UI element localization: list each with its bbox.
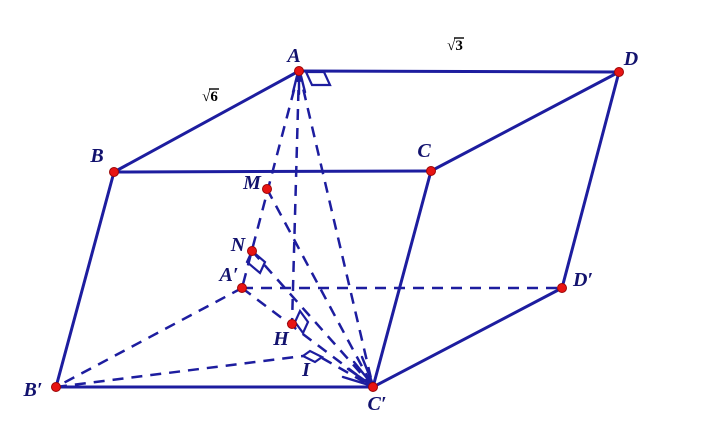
- arrowheads: [291, 74, 374, 387]
- vertex-dot-A: [294, 66, 304, 76]
- dashed-edge-A-Cp: [297, 70, 375, 388]
- dashed-edge-Ap-Bp: [55, 286, 243, 389]
- dashed-edge-N-Cp: [251, 250, 374, 388]
- edge-C-D: [429, 70, 621, 173]
- vertex-dot-M: [262, 184, 272, 194]
- vertex-dots: [51, 66, 624, 392]
- arrowhead-at-A-stroke-2: [299, 74, 307, 94]
- vertex-label-Bp: B′: [23, 379, 43, 401]
- dashed-edge-A-H: [290, 70, 301, 325]
- edge-A-B: [112, 69, 301, 174]
- vertex-dot-Cp: [368, 382, 378, 392]
- right-angle-mark-A: [304, 70, 332, 87]
- dashed-edges: [55, 70, 562, 389]
- dashed-edge-I_out-Cp: [321, 356, 374, 389]
- vertex-labels: A B C D A′ B′ C′ D′ M N HI: [23, 45, 639, 415]
- edge-B-Bp: [54, 170, 116, 389]
- edge-label-sqrt3: √3: [447, 38, 463, 54]
- right-angle-marks: [245, 70, 332, 364]
- edge-D-Dp: [560, 70, 621, 290]
- right-angle-mark-I: [300, 349, 325, 364]
- right-angle-mark-H: [293, 308, 310, 336]
- arrowhead-at-Cp-stroke-2: [346, 367, 372, 386]
- vertex-label-Dp: D′: [572, 269, 593, 291]
- edge-C-Cp: [371, 169, 433, 389]
- vertex-label-N: N: [230, 234, 247, 256]
- vertex-label-Cp: C′: [368, 393, 387, 415]
- arrowhead-at-A-stroke-0: [291, 74, 299, 94]
- vertex-dot-N: [247, 246, 257, 256]
- solid-edges: [54, 69, 621, 389]
- vertex-label-B: B: [89, 145, 103, 167]
- vertex-dot-B: [109, 167, 119, 177]
- edge-Cp-Dp: [371, 286, 564, 389]
- vertex-label-H: H: [272, 328, 290, 350]
- arrowhead-at-Cp-stroke-1: [352, 360, 373, 385]
- vertex-dot-C: [426, 166, 436, 176]
- right-angle-mark-N: [245, 249, 267, 275]
- vertex-dot-D: [614, 67, 624, 77]
- vertex-dot-Ap: [237, 283, 247, 293]
- vertex-dot-Dp: [557, 283, 567, 293]
- vertex-label-C: C: [417, 140, 431, 162]
- vertex-label-A: A: [285, 45, 300, 67]
- vertex-label-I: I: [301, 359, 311, 381]
- edge-label-sqrt6: √6: [202, 89, 218, 105]
- vertex-label-D: D: [623, 48, 638, 70]
- dashed-edge-Bp-I_in: [55, 354, 304, 389]
- edge-A-D: [297, 69, 621, 74]
- edge-length-labels: √6 √3: [202, 37, 464, 105]
- vertex-label-Ap: A′: [218, 264, 239, 286]
- vertex-label-M: M: [242, 172, 262, 194]
- vertex-dot-Bp: [51, 382, 61, 392]
- arrowhead-at-Cp-stroke-3: [341, 375, 371, 387]
- vertex-dot-H: [287, 319, 297, 329]
- arrowhead-at-Cp-stroke-0: [360, 355, 374, 384]
